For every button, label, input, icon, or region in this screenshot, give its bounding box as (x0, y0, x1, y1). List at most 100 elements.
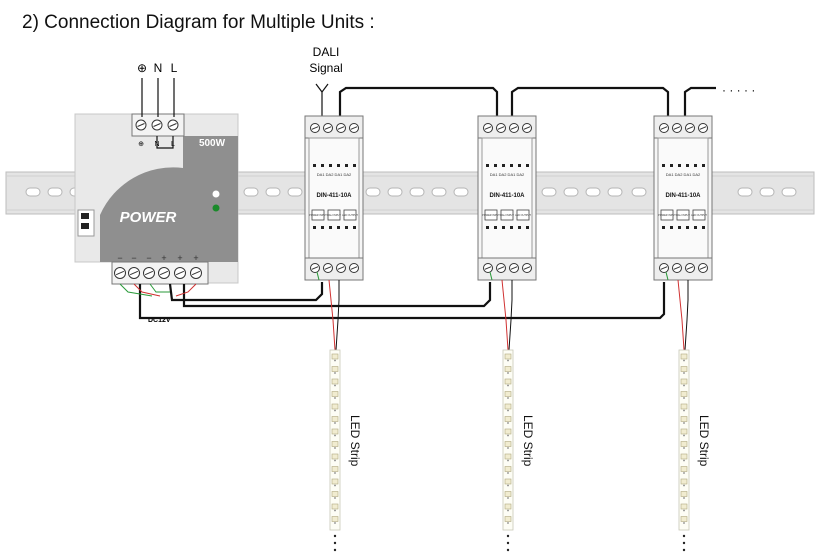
psu-output-terminal-label: − (131, 253, 136, 263)
terminal-screw-icon (496, 123, 506, 133)
psu-output-terminal-label: + (177, 253, 182, 263)
power-supply: 500W POWER ⊕ N L ⊕ N L −−−+++ DC12V (74, 61, 239, 324)
rail-slot (431, 187, 447, 197)
unit-model-label: DIN-411-10A (316, 193, 352, 199)
led-chip (331, 491, 339, 497)
unit-channel-labels: DA1 DA2 DA1 DA2 (666, 172, 701, 177)
psu-output-terminal-label: − (117, 253, 122, 263)
unit-output-wire-black (335, 280, 340, 351)
led-chip (504, 503, 512, 510)
terminal-screw-icon (349, 123, 359, 133)
led-chip (331, 391, 339, 397)
rail-slot (365, 187, 381, 197)
rail-slot (781, 187, 797, 197)
led-chip (504, 366, 512, 372)
terminal-screw-icon (483, 123, 493, 133)
psu-brand: POWER (120, 209, 177, 226)
unit-button (311, 209, 325, 221)
unit-button (500, 209, 514, 221)
terminal-screw-icon (323, 123, 333, 133)
unit-button (327, 209, 341, 221)
unit-button (660, 209, 674, 221)
led-chip (331, 466, 339, 472)
unit-button-label: POWER INPUT (658, 214, 676, 217)
unit-output-wire-red (328, 279, 336, 351)
rail-slot (585, 187, 601, 197)
terminal-screw-icon (174, 267, 186, 279)
psu-input-label-earth: ⊕ (137, 61, 147, 75)
led-chip (680, 503, 688, 510)
psu-input-label-n: N (154, 61, 163, 75)
led-strip (329, 349, 341, 552)
continuation-dot (506, 548, 510, 552)
psu-input-label-l: L (171, 61, 178, 75)
rail-slot (563, 187, 579, 197)
led-chip (680, 366, 688, 372)
terminal-screw-icon (167, 119, 179, 131)
led-chip (680, 403, 688, 410)
unit-output-wire-red (501, 279, 509, 351)
terminal-screw-icon (114, 267, 126, 279)
rail-slot (25, 187, 41, 197)
led-chip (504, 466, 512, 472)
rail-slot (47, 187, 63, 197)
unit-output-wire-red (677, 279, 685, 351)
dali-label-line1: DALI (313, 45, 340, 59)
rail-slot (759, 187, 775, 197)
unit-input-wire-green (316, 271, 320, 281)
unit-button (484, 209, 498, 221)
led-chip (504, 428, 512, 435)
unit-channel-labels: DA1 DA2 DA1 DA2 (490, 172, 525, 177)
diagram-heading: 2) Connection Diagram for Multiple Units… (22, 12, 375, 33)
unit-button-label: LED OUTPUT (691, 214, 707, 217)
rail-slot (243, 187, 259, 197)
terminal-screw-icon (336, 263, 346, 273)
rail-slot (607, 187, 623, 197)
continuation-dot (682, 541, 686, 545)
terminal-screw-icon (143, 267, 155, 279)
led-chip (504, 441, 512, 447)
unit-model-label: DIN-411-10A (489, 193, 525, 199)
dali-signal: DALI Signal · · · · · (309, 45, 755, 116)
terminal-screw-icon (659, 123, 669, 133)
terminal-screw-icon (522, 123, 532, 133)
terminal-screw-icon (698, 123, 708, 133)
rail-slots (25, 187, 797, 197)
psu-output-terminal-label: + (161, 253, 166, 263)
terminal-screw-icon (349, 263, 359, 273)
led-chip (331, 453, 339, 460)
terminal-screw-icon (522, 263, 532, 273)
unit-button (692, 209, 706, 221)
led-chip (331, 516, 339, 522)
led-chip (504, 491, 512, 497)
continuation-dot (333, 541, 337, 545)
led-chip (680, 478, 688, 485)
led-chip (680, 416, 688, 422)
continuation-dot (682, 548, 686, 552)
unit-button (343, 209, 357, 221)
continuation-dot (506, 541, 510, 545)
psu-switch-icon (81, 213, 89, 219)
led-chip (504, 391, 512, 397)
led-strip (678, 349, 690, 552)
terminal-screw-icon (685, 123, 695, 133)
unit-button-label: DALI INPUT (676, 214, 690, 217)
led-strip-label: LED Strip (348, 415, 362, 467)
led-chip (331, 478, 339, 485)
terminal-screw-icon (135, 119, 147, 131)
continuation-dot (506, 534, 510, 538)
psu-output-label: DC12V (148, 317, 171, 324)
terminal-screw-icon (323, 263, 333, 273)
led-chip (331, 428, 339, 435)
led-chip (331, 416, 339, 422)
terminal-screw-icon (151, 119, 163, 131)
led-strip-label: LED Strip (521, 415, 535, 467)
led-chip (680, 441, 688, 447)
terminal-screw-icon (659, 263, 669, 273)
dc-color-wires (119, 283, 197, 297)
psu-wattage: 500W (199, 138, 226, 149)
